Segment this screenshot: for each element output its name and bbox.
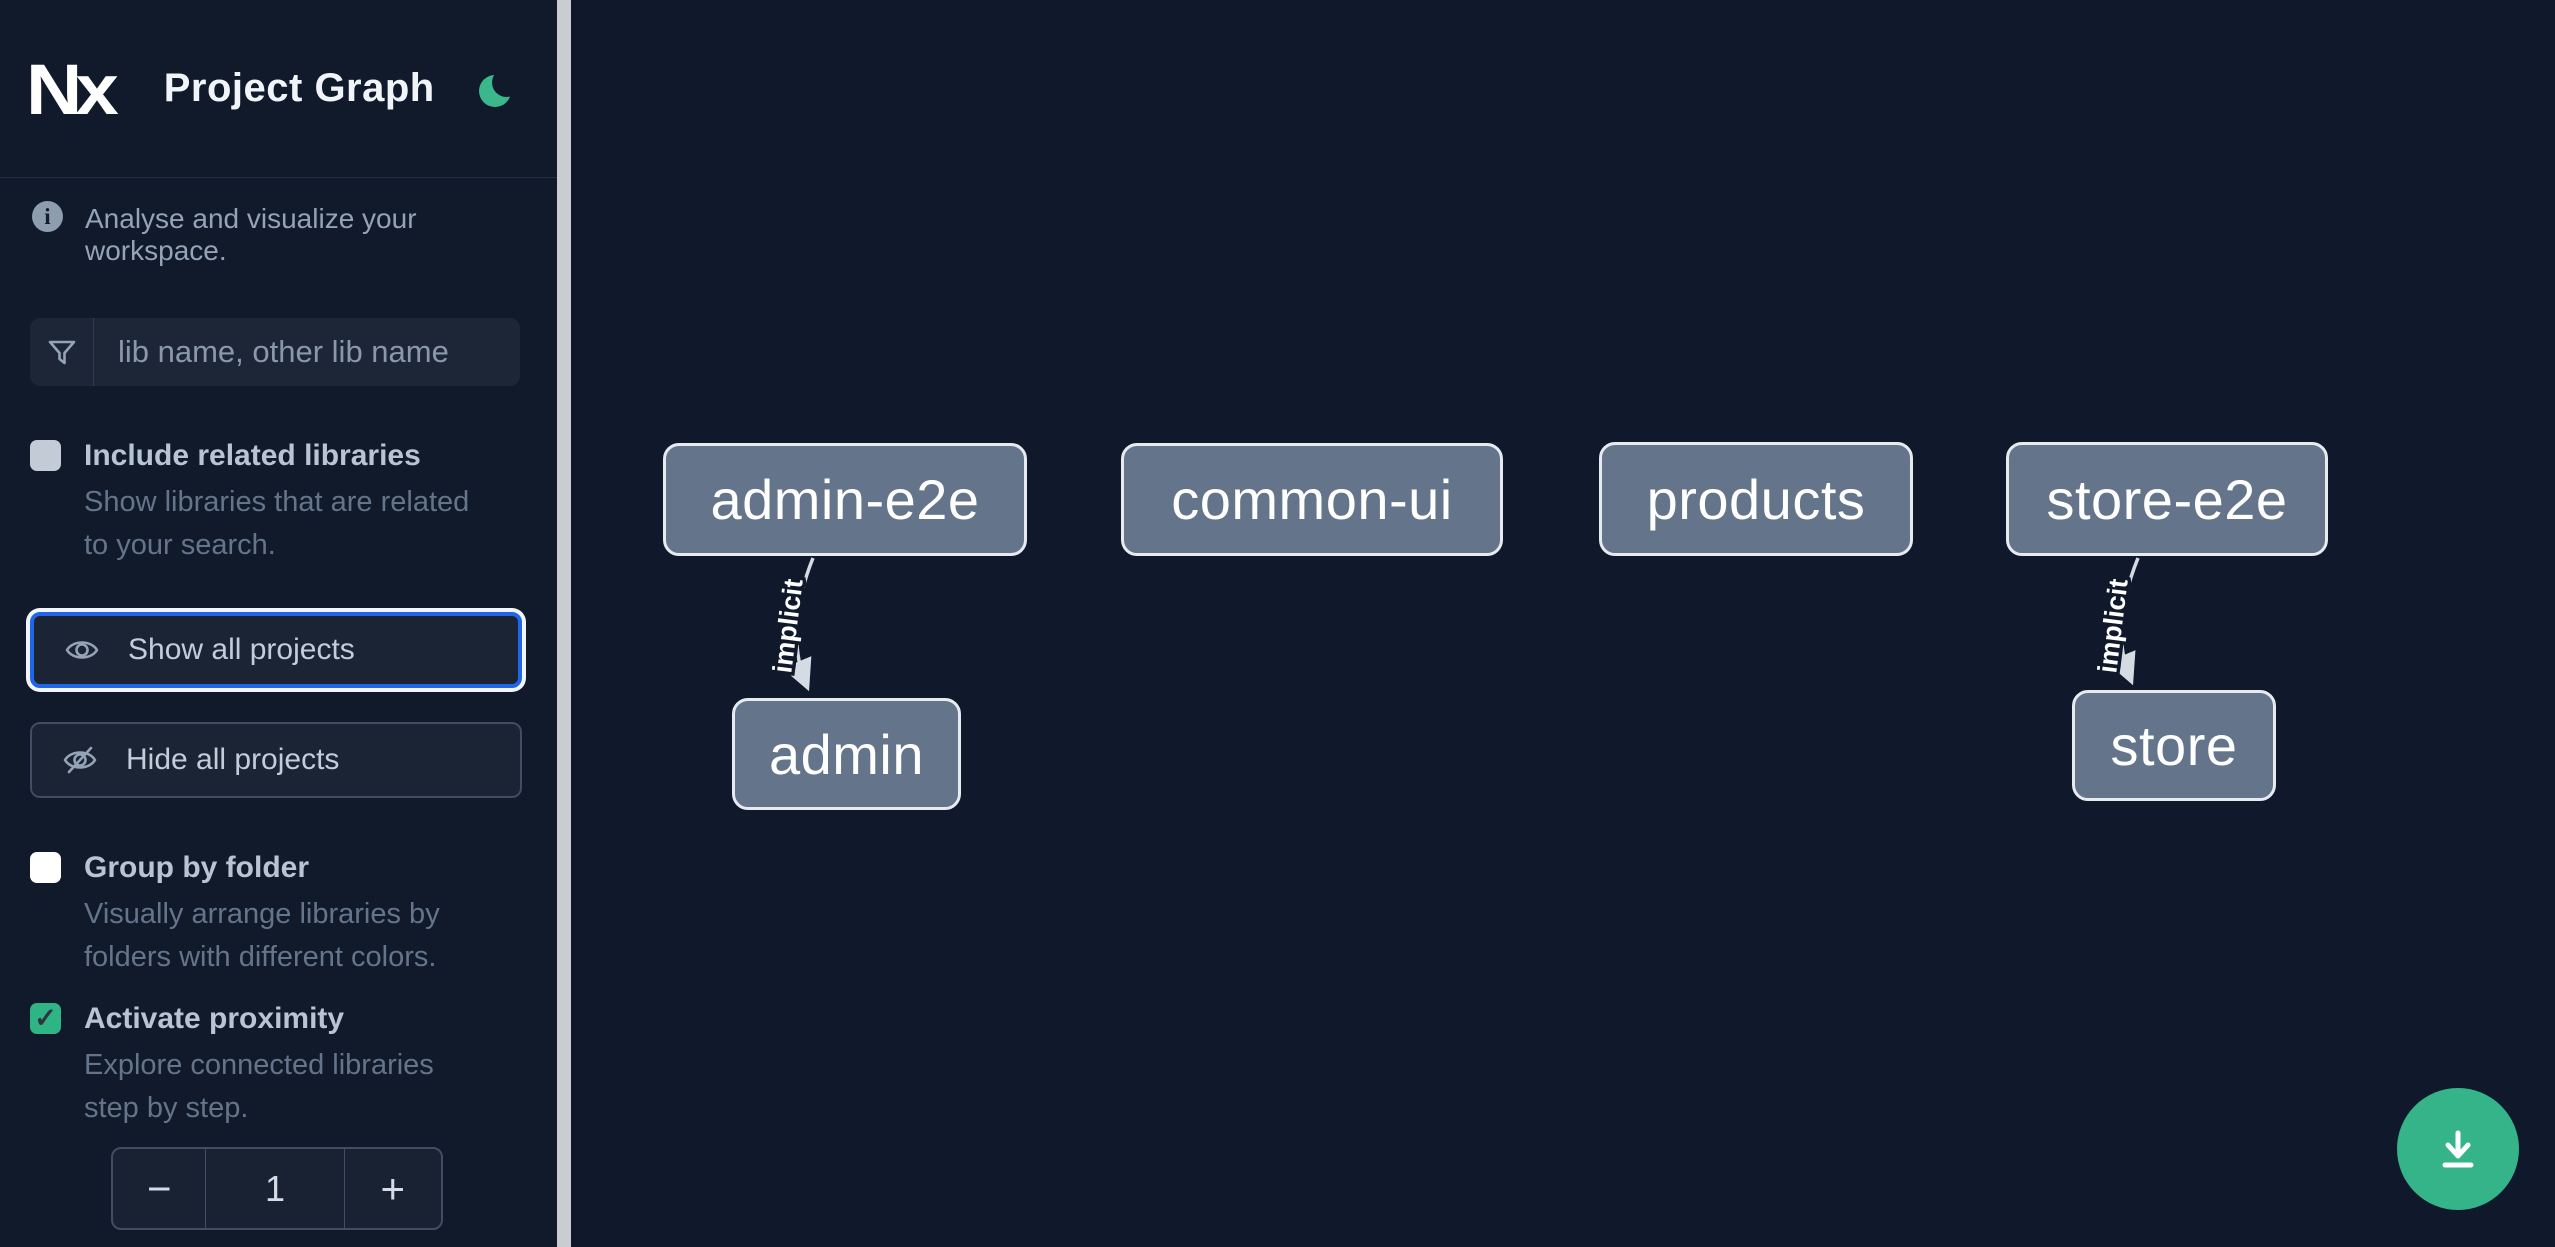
nx-logo: Nx — [26, 48, 119, 129]
graph-node-products[interactable]: products — [1599, 442, 1913, 556]
graph-node-store[interactable]: store — [2072, 690, 2276, 801]
node-label: store-e2e — [2046, 467, 2288, 531]
graph-node-common-ui[interactable]: common-ui — [1121, 443, 1503, 556]
option-description: Show libraries that are related to your … — [84, 486, 470, 561]
download-graph-button[interactable] — [2397, 1088, 2519, 1210]
check-icon: ✓ — [34, 1003, 57, 1033]
graph-node-store-e2e[interactable]: store-e2e — [2006, 442, 2328, 556]
edge-admin-e2e-to-admin[interactable]: implicit — [764, 557, 815, 692]
show-all-projects-button[interactable]: Show all projects — [30, 612, 522, 688]
node-label: store — [2110, 714, 2238, 777]
increment-button[interactable]: + — [343, 1149, 441, 1228]
eye-icon — [65, 641, 99, 659]
option-label: Include related libraries — [84, 439, 421, 472]
edge-store-e2e-to-store[interactable]: implicit — [2089, 557, 2140, 686]
filter-search-box — [30, 318, 520, 386]
option-label: Activate proximity — [84, 1002, 345, 1035]
option-group-by-folder: Group by folder Visually arrange librari… — [30, 850, 525, 979]
page-title: Project Graph — [163, 66, 435, 110]
hide-all-projects-button[interactable]: Hide all projects — [30, 722, 522, 798]
filter-icon — [30, 318, 94, 386]
search-input[interactable] — [94, 318, 520, 386]
node-label: products — [1646, 467, 1866, 531]
option-include-related-libraries: Include related libraries Show libraries… — [30, 438, 525, 567]
graph-node-admin-e2e[interactable]: admin-e2e — [663, 443, 1027, 556]
sidebar-scrollbar[interactable] — [557, 0, 571, 1247]
node-label: common-ui — [1171, 468, 1453, 531]
edge-label: implicit — [767, 577, 808, 674]
include-related-checkbox[interactable] — [30, 440, 61, 471]
theme-toggle-button[interactable] — [477, 67, 521, 109]
option-label: Group by folder — [84, 851, 309, 884]
info-icon: i — [32, 201, 63, 232]
stepper-value: 1 — [265, 1167, 286, 1209]
edge-label: implicit — [2092, 577, 2133, 674]
graph-node-admin[interactable]: admin — [732, 698, 961, 810]
eye-off-icon — [63, 746, 97, 774]
download-icon — [2442, 1130, 2474, 1168]
button-label: Show all projects — [128, 633, 355, 666]
option-description: Explore connected libraries step by step… — [84, 1049, 434, 1124]
option-activate-proximity: ✓ Activate proximity Explore connected l… — [30, 1001, 525, 1130]
activate-proximity-checkbox[interactable]: ✓ — [30, 1003, 61, 1034]
option-description: Visually arrange libraries by folders wi… — [84, 898, 440, 973]
button-label: Hide all projects — [126, 743, 340, 776]
sidebar: Nx Project Graph i Analyse and visualize… — [0, 0, 557, 1247]
proximity-depth-stepper: − 1 + — [111, 1147, 443, 1230]
header: Nx Project Graph — [0, 0, 557, 178]
info-text: Analyse and visualize your workspace. — [85, 203, 417, 266]
group-by-folder-checkbox[interactable] — [30, 852, 61, 883]
node-label: admin — [768, 722, 925, 786]
decrement-button[interactable]: − — [113, 1149, 207, 1228]
node-label: admin-e2e — [710, 468, 980, 531]
workspace-info: i Analyse and visualize your workspace. — [32, 201, 532, 267]
